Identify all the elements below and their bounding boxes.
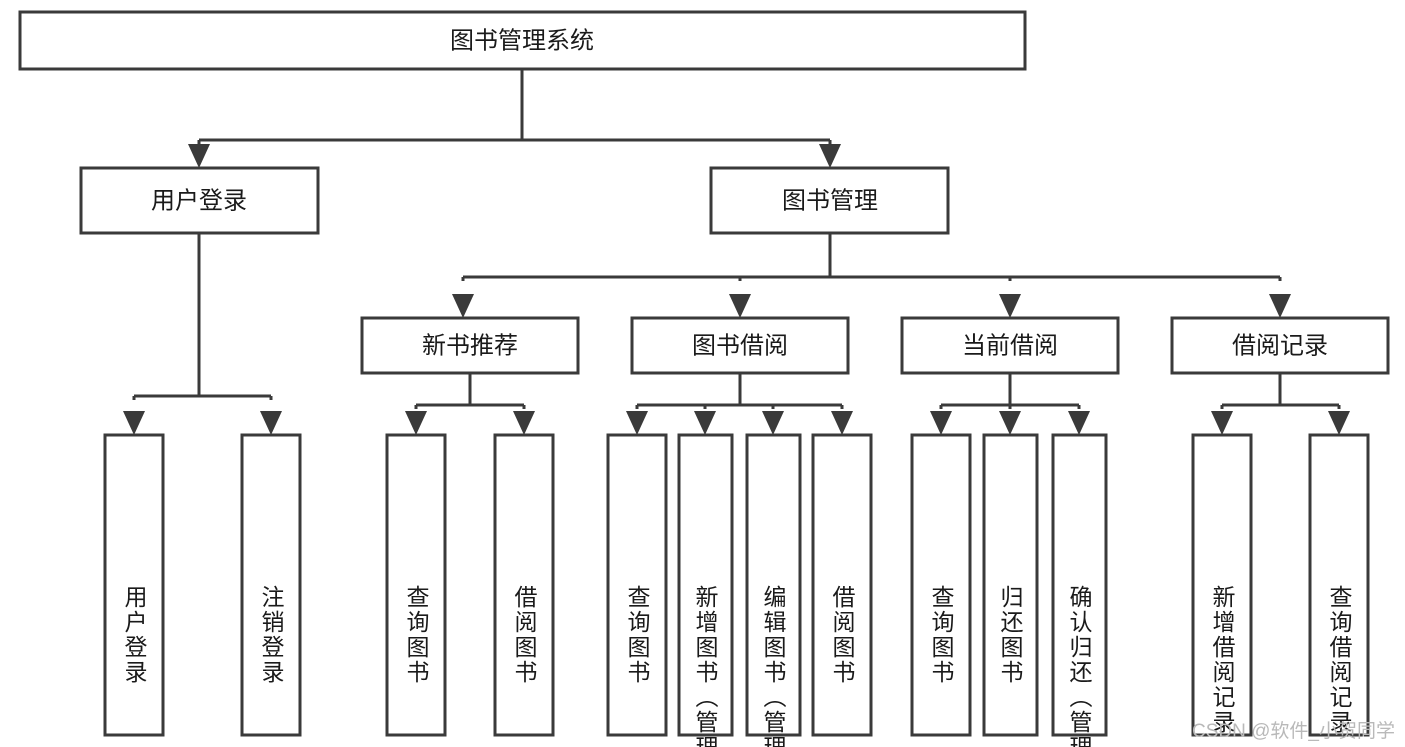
arrow-to-leaf-query-book-2 bbox=[626, 411, 648, 435]
node-root-box[interactable] bbox=[18, 10, 1027, 71]
node-leaf-user-login-label: 用户登录 bbox=[121, 585, 148, 685]
node-leaf-return-book-label: 归还图书 bbox=[997, 585, 1024, 685]
node-leaf-borrow-book-1[interactable]: 借阅图书 bbox=[493, 433, 555, 737]
node-borrow-record-box[interactable] bbox=[1170, 316, 1390, 375]
node-leaf-edit-book[interactable]: 编辑图书（管理员） bbox=[745, 433, 802, 747]
arrow-to-user-login bbox=[188, 144, 210, 168]
arrow-to-borrow-record bbox=[1269, 294, 1291, 318]
node-leaf-confirm-return-label: 确认归还（管理员） bbox=[1066, 585, 1093, 747]
node-book-borrow-box[interactable] bbox=[630, 316, 850, 375]
arrow-to-leaf-query-borrow-record bbox=[1328, 411, 1350, 435]
node-leaf-query-book-1-box[interactable] bbox=[385, 433, 447, 737]
node-leaf-edit-book-label: 编辑图书（管理员） bbox=[760, 585, 787, 747]
arrow-to-leaf-add-book bbox=[694, 411, 716, 435]
node-leaf-add-book[interactable]: 新增图书（管理员） bbox=[677, 433, 734, 747]
node-leaf-borrow-book-1-box[interactable] bbox=[493, 433, 555, 737]
node-user-login-label: 用户登录 bbox=[151, 187, 247, 214]
node-leaf-user-login[interactable]: 用户登录 bbox=[103, 433, 165, 737]
node-leaf-query-book-1-label: 查询图书 bbox=[403, 585, 430, 685]
node-leaf-query-book-2-label: 查询图书 bbox=[624, 585, 651, 685]
node-leaf-query-book-2-box[interactable] bbox=[606, 433, 668, 737]
node-current-borrow-box[interactable] bbox=[900, 316, 1120, 375]
node-user-login-box[interactable] bbox=[79, 166, 320, 235]
arrow-to-leaf-add-borrow-record bbox=[1211, 411, 1233, 435]
node-current-borrow[interactable]: 当前借阅 bbox=[900, 316, 1120, 375]
node-leaf-query-book-1[interactable]: 查询图书 bbox=[385, 433, 447, 737]
node-leaf-borrow-book-2[interactable]: 借阅图书 bbox=[811, 433, 873, 737]
arrow-to-leaf-confirm-return bbox=[1068, 411, 1090, 435]
node-book-borrow[interactable]: 图书借阅 bbox=[630, 316, 850, 375]
node-leaf-add-borrow-record-label: 新增借阅记录 bbox=[1209, 585, 1236, 735]
arrow-to-current-borrow bbox=[999, 294, 1021, 318]
node-current-borrow-label: 当前借阅 bbox=[962, 332, 1058, 359]
arrow-to-book-borrow bbox=[729, 294, 751, 318]
node-leaf-add-borrow-record[interactable]: 新增借阅记录 bbox=[1191, 433, 1253, 737]
node-borrow-record[interactable]: 借阅记录 bbox=[1170, 316, 1390, 375]
node-leaf-user-login-box[interactable] bbox=[103, 433, 165, 737]
node-leaf-query-borrow-record[interactable]: 查询借阅记录 bbox=[1308, 433, 1370, 737]
node-leaf-borrow-book-2-box[interactable] bbox=[811, 433, 873, 737]
arrow-to-leaf-borrow-book-2 bbox=[831, 411, 853, 435]
node-leaf-return-book[interactable]: 归还图书 bbox=[982, 433, 1039, 737]
node-leaf-query-book-3[interactable]: 查询图书 bbox=[910, 433, 972, 737]
node-root[interactable]: 图书管理系统 bbox=[18, 10, 1027, 71]
node-leaf-query-book-2[interactable]: 查询图书 bbox=[606, 433, 668, 737]
node-leaf-logout-login-box[interactable] bbox=[240, 433, 302, 737]
node-book-management[interactable]: 图书管理 bbox=[709, 166, 950, 235]
node-leaf-query-borrow-record-box[interactable] bbox=[1308, 433, 1370, 737]
node-leaf-add-borrow-record-box[interactable] bbox=[1191, 433, 1253, 737]
node-leaf-query-book-3-box[interactable] bbox=[910, 433, 972, 737]
node-book-borrow-label: 图书借阅 bbox=[692, 332, 788, 359]
node-leaf-logout-login-label: 注销登录 bbox=[258, 585, 285, 685]
node-leaf-add-book-label: 新增图书（管理员） bbox=[692, 585, 719, 747]
arrow-to-new-book-recommend bbox=[452, 294, 474, 318]
node-leaf-borrow-book-2-label: 借阅图书 bbox=[829, 585, 856, 685]
node-leaf-confirm-return[interactable]: 确认归还（管理员） bbox=[1051, 433, 1108, 747]
node-new-book-recommend-box[interactable] bbox=[360, 316, 580, 375]
node-root-label: 图书管理系统 bbox=[450, 27, 594, 54]
node-book-management-label: 图书管理 bbox=[782, 187, 878, 214]
arrow-to-leaf-query-book-1 bbox=[405, 411, 427, 435]
node-leaf-query-borrow-record-label: 查询借阅记录 bbox=[1326, 585, 1353, 735]
connector-layer bbox=[123, 69, 1350, 435]
node-leaf-add-book-box[interactable] bbox=[677, 433, 734, 737]
node-new-book-recommend-label: 新书推荐 bbox=[422, 332, 518, 359]
node-leaf-query-book-3-label: 查询图书 bbox=[928, 585, 955, 685]
arrow-to-leaf-return-book bbox=[999, 411, 1021, 435]
node-leaf-return-book-box[interactable] bbox=[982, 433, 1039, 737]
node-leaf-confirm-return-box[interactable] bbox=[1051, 433, 1108, 737]
node-book-management-box[interactable] bbox=[709, 166, 950, 235]
arrow-to-leaf-borrow-book-1 bbox=[513, 411, 535, 435]
arrow-to-leaf-query-book-3 bbox=[930, 411, 952, 435]
node-user-login[interactable]: 用户登录 bbox=[79, 166, 320, 235]
arrow-to-leaf-edit-book bbox=[762, 411, 784, 435]
arrow-to-book-management bbox=[819, 144, 841, 168]
arrow-to-leaf-user-login bbox=[123, 411, 145, 435]
node-borrow-record-label: 借阅记录 bbox=[1232, 332, 1328, 359]
node-leaf-edit-book-box[interactable] bbox=[745, 433, 802, 737]
node-leaf-borrow-book-1-label: 借阅图书 bbox=[511, 585, 538, 685]
node-leaf-logout-login[interactable]: 注销登录 bbox=[240, 433, 302, 737]
node-new-book-recommend[interactable]: 新书推荐 bbox=[360, 316, 580, 375]
arrow-to-leaf-logout-login bbox=[260, 411, 282, 435]
